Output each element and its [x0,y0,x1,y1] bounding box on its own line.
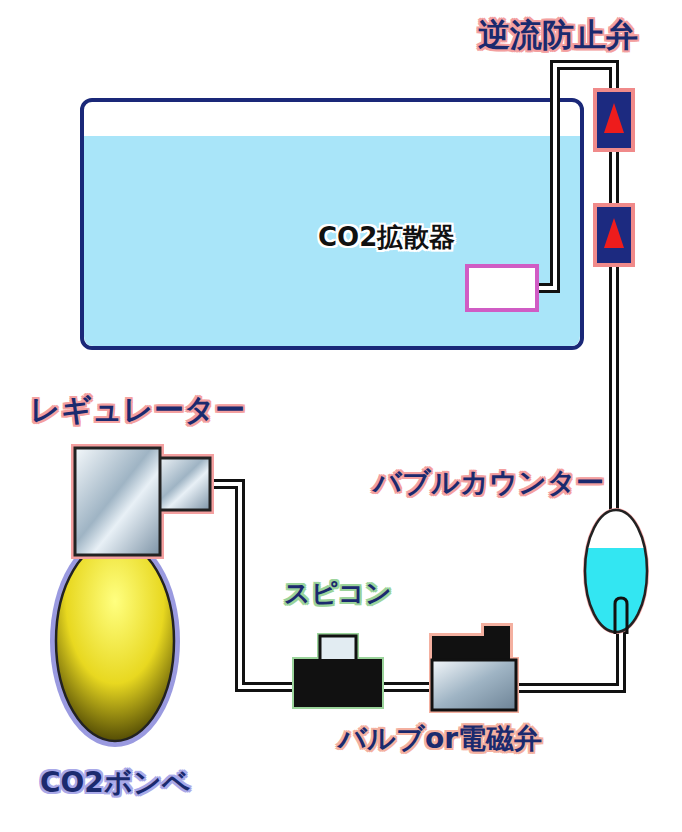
co2-cylinder-shape [50,535,180,747]
tube-line [210,484,295,687]
solenoid-glow [432,626,510,662]
tube-line [516,628,621,688]
tube-line [381,682,432,692]
bubble-counter-shape [583,508,649,634]
regulator-shape [75,448,210,555]
valve-body [595,90,633,150]
spicon-glow [295,660,381,706]
cylinder-glow [50,535,180,747]
counter-tube [615,598,627,634]
check-valve-shape [595,90,633,150]
regulator-glow [155,458,210,510]
speed-controller: スピコン [295,636,381,706]
co2-diffuser: CO2拡散器 [467,266,537,310]
solenoid-valve-shape [432,622,516,710]
tank-water [84,136,580,346]
component-label: CO2拡散器 [318,222,455,253]
co2-cylinder: CO2ボンベ [50,535,180,747]
cylinder-body [56,541,174,741]
co2-tube [381,687,432,688]
component-label: CO2ボンベ [40,766,191,800]
spicon-body [295,660,381,706]
regulator: レギュレーター [75,448,210,555]
tube-line [210,484,295,687]
co2-tube [516,628,621,688]
regulator-glow [75,448,160,555]
co2-diffuser-shape [467,266,537,310]
valve-body [595,205,633,265]
valve-arrow [604,218,624,248]
check-valve: 逆流防止弁 [595,90,633,150]
component-label: レギュレーター [30,392,245,428]
solenoid-coil [432,626,510,662]
solenoid-valve: バルブor電磁弁 [432,622,516,710]
valve-arrow [604,103,624,133]
bubble-counter: バブルカウンター [583,508,649,634]
tube-line [381,685,432,689]
component-label: バルブor電磁弁 [338,722,542,756]
component-label: バブルカウンター [373,466,604,500]
component-label: スピコン [284,578,392,609]
diffuser-body [467,266,537,310]
solenoid-glow [432,660,516,710]
regulator-port [155,458,210,510]
tank-outline [82,100,582,348]
component-label: 逆流防止弁 [478,16,638,54]
co2-tube [210,484,295,687]
solenoid-body [432,660,516,710]
regulator-body [75,448,160,555]
speed-controller-shape [295,636,381,706]
tube-line [516,628,621,688]
